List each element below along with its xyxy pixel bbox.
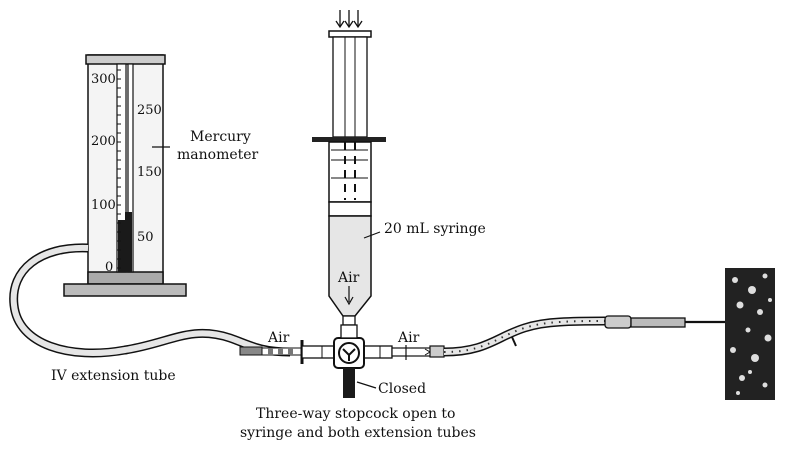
stopcock-valve-icon (338, 342, 360, 364)
iv-extension-tube-right: Air (391, 315, 730, 360)
syringe-tip (342, 315, 356, 326)
manometer-base (63, 283, 187, 297)
scale-label-200: 200 (91, 134, 116, 149)
mercury-column-left (118, 220, 125, 272)
plunger-thumb-press (328, 30, 372, 38)
needle-hub (604, 315, 632, 329)
manometer-foot (87, 271, 164, 285)
stopcock-caption-line2: syringe and both extension tubes (240, 425, 476, 441)
iv-extension-tube-left: Air IV extension tube (9, 243, 303, 384)
scale-label-0: 0 (105, 260, 113, 275)
air-label-right: Air (397, 330, 420, 346)
scale-label-300: 300 (91, 72, 116, 87)
tube-connector-left (239, 346, 263, 356)
manometer-top-cap (85, 54, 166, 65)
syringe-barrel-air (328, 215, 372, 317)
plunger-rod (332, 36, 368, 138)
scale-label-150: 150 (137, 165, 162, 180)
syringe-leader-line (363, 231, 381, 239)
syringe-finger-flange (312, 137, 386, 142)
tissue-compartment (725, 268, 775, 400)
syringe-label: 20 mL syringe (384, 221, 486, 237)
manometer-ticks (117, 69, 121, 269)
stopcock-closed-port (343, 368, 355, 398)
scale-label-100: 100 (91, 198, 116, 213)
scale-label-50: 50 (137, 230, 154, 245)
plunger-stopper (328, 201, 372, 217)
manometer-label-line2: manometer (177, 147, 259, 163)
closed-leader-line (356, 381, 377, 389)
syringe-barrel-upper (328, 141, 372, 203)
air-label-syringe: Air (337, 270, 360, 286)
syringe-20ml: Air 20 mL syringe (312, 10, 486, 339)
iv-tube-label: IV extension tube (51, 368, 176, 384)
closed-label: Closed (378, 381, 426, 397)
scale-label-250: 250 (137, 103, 162, 118)
mercury-column (125, 212, 132, 272)
stopcock-caption-line1: Three-way stopcock open to (256, 406, 455, 422)
air-label-left: Air (267, 330, 290, 346)
manometer-label-line1: Mercury (190, 129, 251, 145)
push-arrows-icon (335, 10, 363, 29)
needle-adapter (630, 317, 686, 328)
three-way-stopcock: Closed Three-way stopcock open to syring… (240, 337, 476, 441)
mercury-manometer: 300 200 100 0 250 150 50 Mercury manomet… (63, 54, 259, 297)
